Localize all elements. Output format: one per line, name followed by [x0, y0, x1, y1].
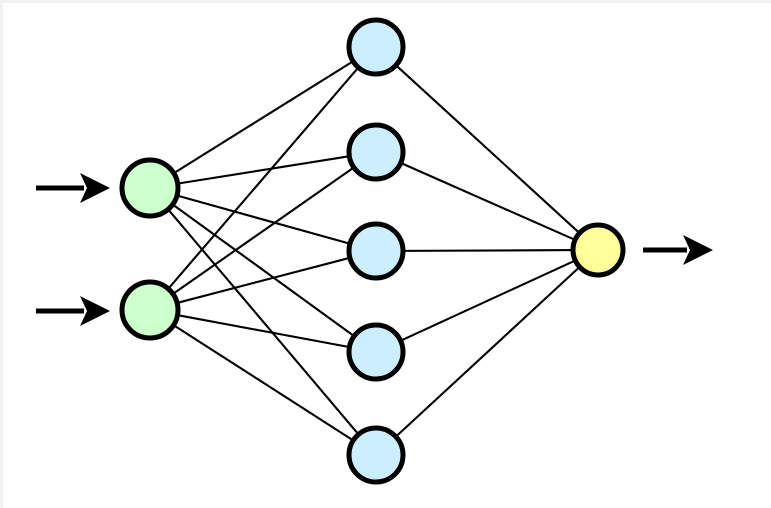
input-arrow-bottom [36, 296, 110, 326]
node-h5-hidden[interactable] [346, 425, 406, 485]
io-arrows-group [36, 173, 713, 326]
input-arrow-top [36, 173, 110, 203]
edge-i1-h4 [170, 202, 357, 338]
edge-i2-h5 [171, 323, 356, 443]
node-h3-hidden[interactable] [346, 221, 406, 281]
node-i1-input[interactable] [119, 157, 181, 219]
edge-h2-o1 [398, 161, 578, 242]
edge-h3-o1 [400, 249, 576, 252]
edge-i1-h3 [174, 194, 353, 246]
edge-h4-o1 [398, 258, 578, 343]
output-arrow-head [683, 235, 713, 265]
nodes-group [119, 17, 626, 485]
edge-i2-h1 [166, 65, 361, 291]
output-arrow [643, 235, 713, 265]
edge-i1-h5 [166, 207, 361, 437]
node-h4-hidden[interactable] [346, 322, 406, 382]
edge-i2-h4 [175, 313, 352, 349]
edge-h5-o1 [394, 265, 582, 439]
edge-i2-h3 [175, 256, 352, 305]
edge-i1-h1 [171, 59, 355, 175]
node-i2-input[interactable] [119, 279, 181, 341]
node-h2-hidden[interactable] [346, 122, 406, 182]
input-arrow-bottom-head [80, 296, 110, 326]
edge-i1-h2 [175, 155, 352, 185]
input-arrow-top-head [80, 173, 110, 203]
edge-h1-o1 [394, 63, 582, 235]
node-o1-output[interactable] [570, 222, 626, 278]
edge-i2-h2 [171, 165, 356, 296]
node-h1-hidden[interactable] [346, 17, 406, 77]
edges-group [166, 59, 582, 443]
